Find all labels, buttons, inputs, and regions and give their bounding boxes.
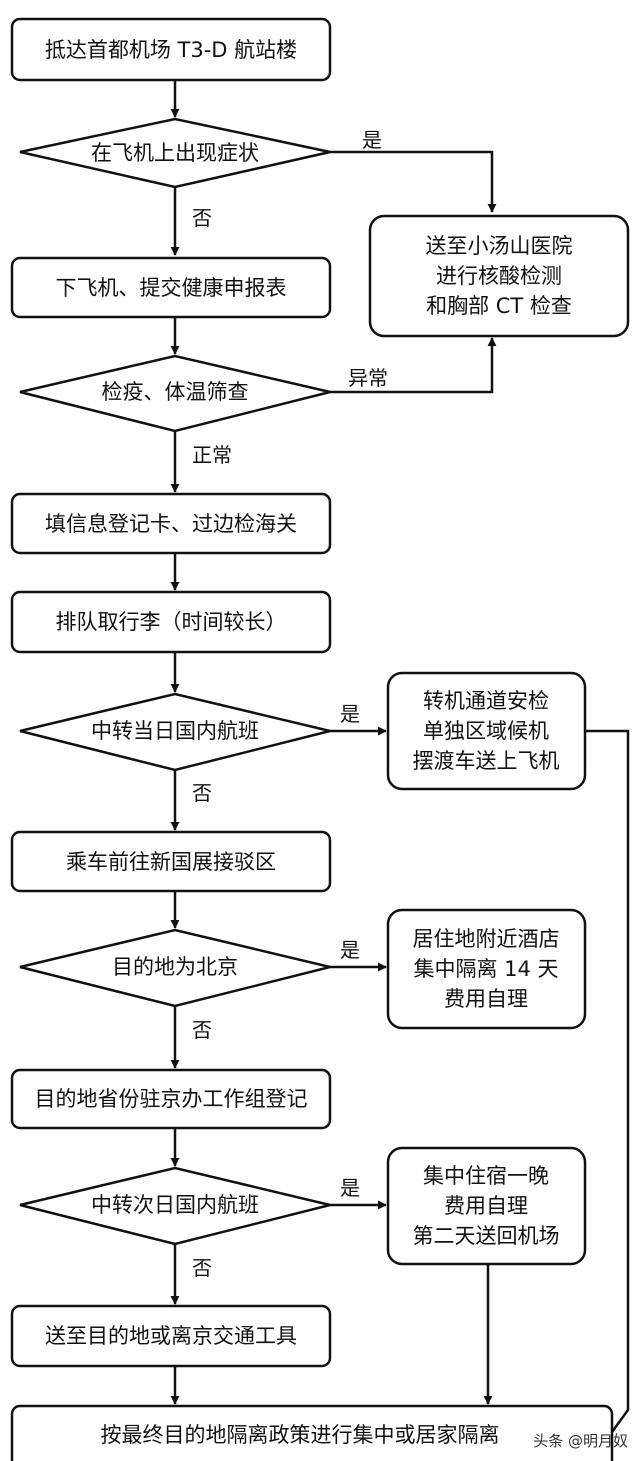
svg-text:下飞机、提交健康申报表: 下飞机、提交健康申报表 (56, 276, 287, 300)
text-line: 费用自理 (444, 1194, 528, 1218)
label-no-transfer: 否 (192, 781, 212, 805)
label-no-symptom: 否 (192, 206, 212, 230)
text-line: 转机通道安检 (423, 689, 549, 713)
text-line: 进行核酸检测 (436, 264, 562, 288)
svg-text:检疫、体温筛查: 检疫、体温筛查 (102, 380, 249, 404)
node-baggage: 排队取行李（时间较长） (10, 590, 332, 654)
node-deplane: 下飞机、提交健康申报表 (10, 256, 332, 319)
label-yes-symptom: 是 (362, 128, 382, 152)
svg-text:送至目的地或离京交通工具: 送至目的地或离京交通工具 (45, 1324, 297, 1348)
svg-text:在飞机上出现症状: 在飞机上出现症状 (91, 141, 259, 165)
svg-text:中转当日国内航班: 中转当日国内航班 (91, 719, 259, 743)
label-no-beijing: 否 (192, 1018, 212, 1042)
edge-labels: 是 否 异常 正常 是 否 是 否 是 否 (192, 128, 388, 1280)
label-yes-transfer: 是 (340, 702, 360, 726)
svg-text:目的地为北京: 目的地为北京 (112, 955, 238, 979)
node-final-policy: 按最终目的地隔离政策进行集中或居家隔离 (10, 1404, 614, 1461)
text-line: 费用自理 (444, 987, 528, 1011)
node-province-register: 目的地省份驻京办工作组登记 (10, 1068, 332, 1130)
edge-quarantine-hospital (330, 337, 497, 394)
text-line: 摆渡车送上飞机 (413, 749, 560, 773)
svg-text:填信息登记卡、过边检海关: 填信息登记卡、过边检海关 (45, 512, 297, 536)
label-no-nextday: 否 (192, 1256, 212, 1280)
text-line: 第二天送回机场 (413, 1224, 560, 1248)
node-hotel-quarantine: 居住地附近酒店集中隔离 14 天费用自理 (386, 908, 587, 1030)
node-fill-card: 填信息登记卡、过边检海关 (10, 492, 332, 555)
label-yes-beijing: 是 (340, 938, 360, 962)
decision-quarantine: 检疫、体温筛查 (19, 354, 331, 433)
node-bus-to-hub: 乘车前往新国展接驳区 (10, 830, 332, 893)
svg-text:抵达首都机场 T3-D 航站楼: 抵达首都机场 T3-D 航站楼 (45, 38, 297, 62)
text-line: 送至小汤山医院 (426, 234, 573, 258)
watermark: 头条 @明月奴 (533, 1432, 628, 1450)
text-line: 集中住宿一晚 (423, 1164, 549, 1188)
decision-transfer-next-day: 中转次日国内航班 (19, 1166, 331, 1246)
edge-symptom-hospital (330, 150, 497, 213)
decision-symptom: 在飞机上出现症状 (19, 117, 331, 189)
svg-text:集中住宿一晚费用自理第二天送回机场: 集中住宿一晚费用自理第二天送回机场 (413, 1164, 560, 1248)
node-hospital: 送至小汤山医院进行核酸检测和胸部 CT 检查 (368, 214, 630, 338)
text-line: 集中隔离 14 天 (413, 957, 558, 981)
svg-text:按最终目的地隔离政策进行集中或居家隔离: 按最终目的地隔离政策进行集中或居家隔离 (101, 1423, 500, 1447)
svg-text:排队取行李（时间较长）: 排队取行李（时间较长） (56, 610, 287, 634)
connectors (170, 80, 630, 1433)
edge-channel-final (585, 729, 630, 1433)
svg-text:转机通道安检单独区域候机摆渡车送上飞机: 转机通道安检单独区域候机摆渡车送上飞机 (413, 689, 560, 773)
label-yes-nextday: 是 (340, 1176, 360, 1200)
svg-text:目的地省份驻京办工作组登记: 目的地省份驻京办工作组登记 (35, 1087, 308, 1111)
node-overnight: 集中住宿一晚费用自理第二天送回机场 (386, 1146, 587, 1266)
decision-transfer-today: 中转当日国内航班 (19, 692, 331, 772)
svg-text:乘车前往新国展接驳区: 乘车前往新国展接驳区 (66, 850, 276, 874)
label-normal: 正常 (192, 443, 232, 467)
node-send-to-transport: 送至目的地或离京交通工具 (10, 1304, 332, 1368)
svg-text:中转次日国内航班: 中转次日国内航班 (91, 1193, 259, 1217)
node-transfer-channel: 转机通道安检单独区域候机摆渡车送上飞机 (386, 671, 587, 791)
svg-text:居住地附近酒店集中隔离 14 天费用自理: 居住地附近酒店集中隔离 14 天费用自理 (413, 927, 560, 1011)
decision-dest-beijing: 目的地为北京 (19, 928, 331, 1008)
text-line: 单独区域候机 (423, 719, 549, 743)
text-line: 居住地附近酒店 (413, 927, 560, 951)
node-arrive: 抵达首都机场 T3-D 航站楼 (10, 17, 332, 82)
svg-text:送至小汤山医院进行核酸检测和胸部 CT 检查: 送至小汤山医院进行核酸检测和胸部 CT 检查 (426, 234, 573, 318)
label-abnormal: 异常 (348, 366, 388, 390)
text-line: 和胸部 CT 检查 (426, 294, 572, 318)
